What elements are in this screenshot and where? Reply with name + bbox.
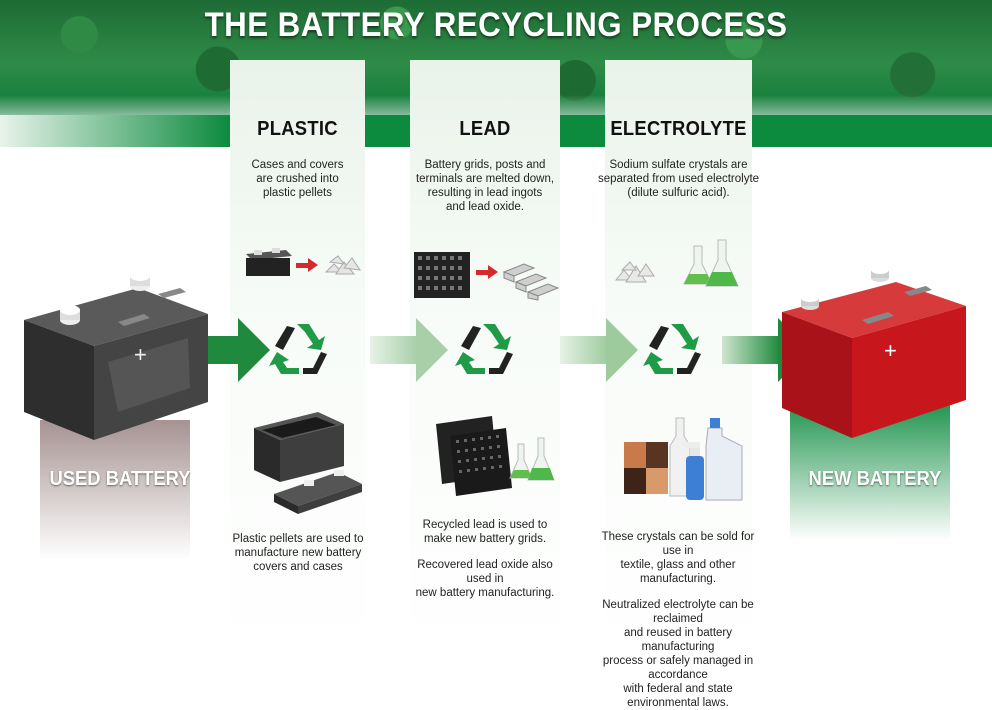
battery-cover-icon: [274, 470, 362, 514]
flask-icon: [683, 239, 739, 287]
electrolyte-heading: ELECTROLYTE: [610, 118, 747, 140]
band-right: [752, 115, 992, 147]
used-battery-label: USED BATTERY: [49, 468, 191, 490]
new-battery-label: NEW BATTERY: [808, 468, 942, 490]
spray-bottle-icon: [682, 442, 704, 500]
used-battery-shadow: [40, 420, 190, 560]
arrow-right-icon: [370, 318, 448, 382]
lead-heading: LEAD: [459, 118, 511, 140]
battery-icon: +: [782, 266, 966, 438]
band-seg-2: [560, 115, 605, 147]
lead-melt-illustration: [414, 252, 560, 301]
band-left: [0, 115, 230, 147]
lead-products-illustration: [436, 416, 555, 496]
recycle-icon: [455, 324, 513, 374]
plastic-heading: PLASTIC: [257, 118, 338, 140]
arrow-right-icon: [296, 258, 318, 272]
plastic-crush-illustration: [246, 248, 362, 276]
crystals-icon: [614, 261, 655, 283]
ingot-icon: [502, 263, 560, 301]
electrolyte-crystals-illustration: [614, 239, 739, 287]
svg-text:+: +: [884, 338, 897, 363]
grid-icon: [436, 416, 512, 496]
battery-case-icon: [254, 412, 344, 482]
arrow-right-icon: [476, 265, 498, 279]
page-title: THE BATTERY RECYCLING PROCESS: [204, 6, 788, 44]
grid-icon: [414, 252, 470, 298]
svg-text:+: +: [134, 342, 147, 367]
plastic-products-illustration: [254, 412, 362, 514]
jug-icon: [705, 418, 743, 501]
textile-icon: [624, 442, 668, 494]
used-battery-illustration: +: [24, 271, 208, 440]
band-seg-1: [365, 115, 410, 147]
new-battery-illustration: +: [782, 266, 966, 438]
recycle-icon: [269, 324, 327, 374]
flask-icon: [509, 437, 555, 481]
electrolyte-products-illustration: [624, 417, 743, 501]
arrow-right-icon: [560, 318, 638, 382]
recycle-icon: [643, 324, 701, 374]
battery-icon: +: [24, 271, 208, 440]
battery-case-icon: [246, 248, 292, 276]
pellets-icon: [324, 255, 362, 275]
